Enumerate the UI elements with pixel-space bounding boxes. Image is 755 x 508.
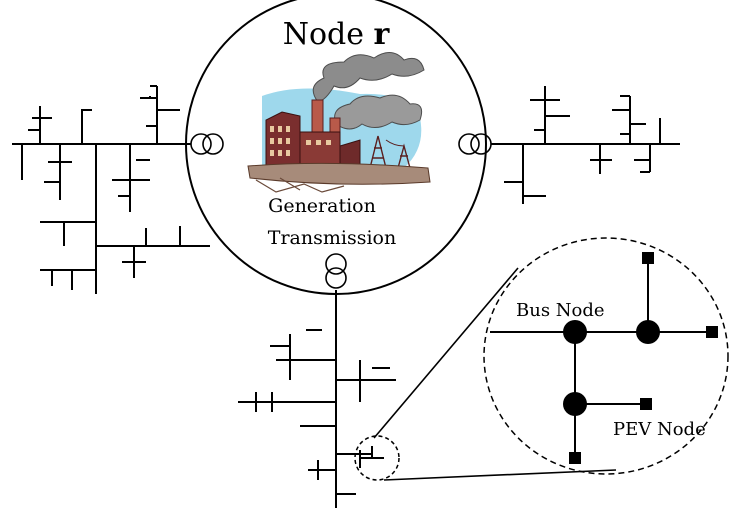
right-feeder-network <box>491 86 680 204</box>
generation-label: Generation <box>268 195 376 217</box>
transformer-icon <box>325 253 347 289</box>
zoom-guide-line-lower <box>383 469 617 481</box>
zoom-detail-circle <box>483 237 729 475</box>
bus-node-label: Bus Node <box>516 300 605 321</box>
central-node-title: Node r <box>283 17 391 52</box>
transformer-icon <box>190 133 224 155</box>
transmission-label: Transmission <box>268 227 396 249</box>
zoom-source-branches <box>359 446 384 468</box>
bottom-feeder-network <box>238 290 396 508</box>
bus-node <box>563 320 587 344</box>
bus-node <box>563 392 587 416</box>
zoom-guide-line-upper <box>373 267 519 439</box>
pev-node <box>569 452 581 464</box>
bus-node <box>636 320 660 344</box>
zoom-source-circle <box>354 435 400 481</box>
pev-node-label: PEV Node <box>613 419 706 440</box>
power-plant-icon <box>247 52 431 193</box>
pev-node <box>640 398 652 410</box>
pev-node <box>706 326 718 338</box>
left-feeder-network <box>12 85 210 294</box>
pev-node <box>642 252 654 264</box>
